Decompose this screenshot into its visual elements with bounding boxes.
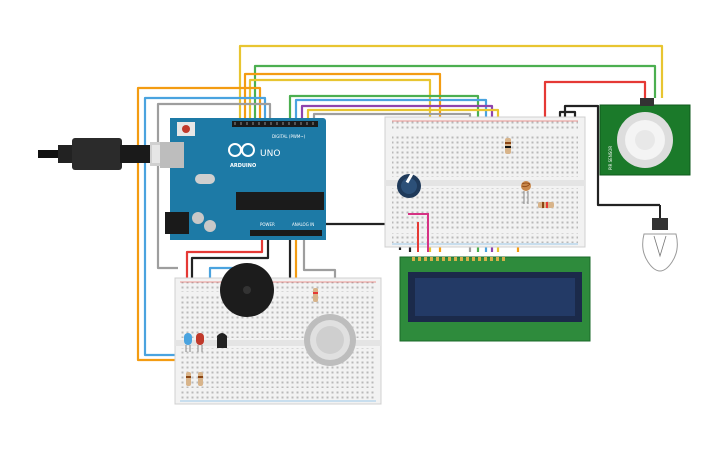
led-icon — [196, 333, 204, 352]
resistor-icon — [186, 372, 191, 386]
resistor-icon — [505, 138, 511, 154]
wire-blue-buzzer — [208, 266, 234, 280]
header-pins-top — [234, 122, 314, 125]
potentiometer-icon[interactable] — [397, 173, 421, 198]
pir-label: PIR SENSOR — [608, 146, 613, 170]
gas-sensor-icon — [304, 314, 356, 366]
resistor-icon — [313, 288, 318, 302]
buzzer-icon — [220, 263, 274, 317]
pir-sensor: PIR SENSOR — [599, 98, 691, 176]
resistor-icon — [538, 202, 554, 208]
wire-gray-left — [156, 102, 272, 270]
wire-red-lower — [185, 238, 264, 280]
photoresistor-icon — [521, 181, 531, 204]
led-icon — [184, 333, 192, 352]
digital-label: DIGITAL (PWM~) — [272, 134, 306, 139]
wire-yellow-pir — [238, 44, 664, 120]
temperature-sensor-icon — [217, 333, 227, 348]
wire-black-lower — [190, 238, 270, 280]
wire-green-pir — [253, 64, 657, 120]
power-label: POWER — [260, 222, 275, 227]
lcd-display-icon — [399, 256, 591, 342]
arduino-brand: ARDUINO — [230, 163, 256, 169]
wire-red-pir — [543, 80, 647, 122]
wire-pink-jumper — [408, 213, 429, 252]
analog-label: ANALOG IN — [292, 222, 314, 227]
wire-blue-left — [143, 96, 267, 357]
arduino-logo — [228, 143, 255, 157]
light-bulb-icon — [642, 205, 678, 272]
arduino-model: UNO — [260, 149, 280, 159]
arduino-uno-board: ARDUINO UNO DIGITAL (PWM~) ANALOG IN POW… — [160, 118, 326, 240]
resistor-icon — [198, 372, 203, 386]
reset-button[interactable] — [182, 125, 190, 133]
lcd-pins — [412, 257, 505, 261]
